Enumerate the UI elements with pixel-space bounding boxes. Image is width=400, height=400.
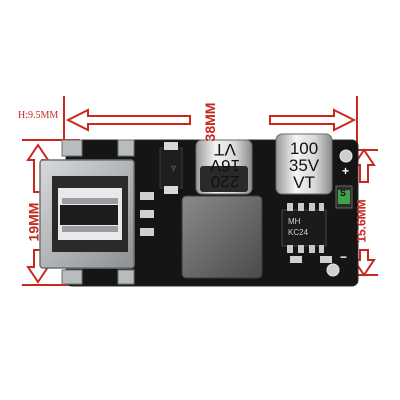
width-arrow-right [269,108,357,132]
capacitor-right-label: 100 35V VT [276,134,332,194]
cap-right-series: VT [293,173,315,192]
width-label: 38MM [202,102,218,142]
width-arrow-left [65,108,191,132]
cap-left-voltage: 16V [209,156,241,175]
terminal-plus-label: + [342,164,350,178]
height-right-label: 15.6MM [354,199,369,243]
height-left-label: 19MM [25,202,42,242]
cap-left-series: VT [214,140,236,159]
capacitor-right [275,133,333,195]
cap-right-voltage: 35V [288,156,320,175]
usb-port [39,139,135,285]
terminal-minus-pad [326,263,340,277]
terminal-minus-label: − [340,250,348,264]
inductor [181,195,263,279]
svg-text:⊳: ⊳ [169,165,178,172]
ic-marking-line1: MH [288,217,301,226]
capacitor-left [195,139,253,195]
diode: ⊳ [159,142,183,194]
cap-left-value: 220 [210,172,240,191]
margin-label: H:9.5MM [18,110,59,121]
cap-right-value: 100 [289,139,319,158]
ic-chip [281,203,327,253]
capacitor-left-label: 220 16V VT [200,140,250,194]
terminal-plus-pad [339,149,353,163]
led-label: S [340,188,347,198]
ic-marking-line2: KC24 [288,228,309,237]
